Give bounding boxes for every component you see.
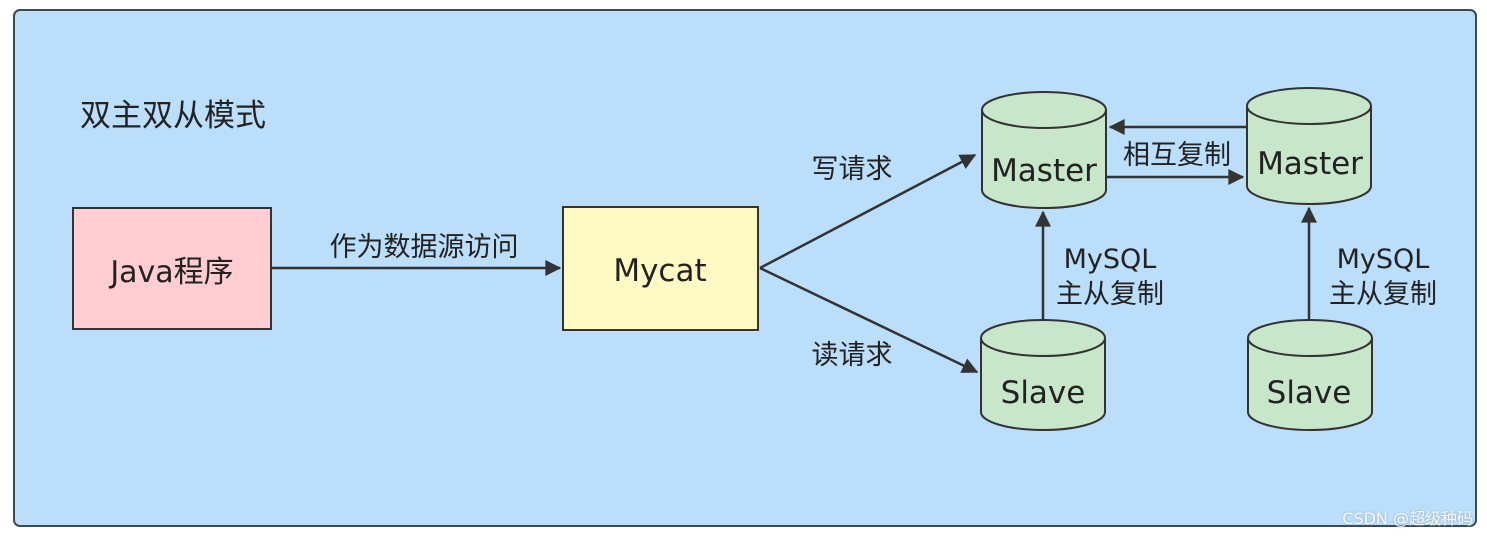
java-node-label: Java程序 bbox=[108, 255, 233, 290]
slave2-db-icon: Slave bbox=[1247, 319, 1373, 431]
java-node: Java程序 bbox=[72, 207, 272, 330]
mycat-node: Mycat bbox=[562, 206, 759, 331]
write-arrow bbox=[759, 153, 977, 270]
master1-label: Master bbox=[991, 153, 1097, 189]
slave2-label: Slave bbox=[1267, 375, 1352, 411]
mutual-label: 相互复制 bbox=[1123, 140, 1231, 171]
master2-db-icon: Master bbox=[1246, 87, 1372, 205]
watermark: CSDN @超级种码 bbox=[1342, 509, 1473, 528]
rep1-label-line1: MySQL bbox=[1064, 244, 1157, 275]
read-label: 读请求 bbox=[812, 340, 893, 371]
read-arrow bbox=[759, 266, 979, 374]
slave1-label: Slave bbox=[1001, 375, 1086, 411]
write-label: 写请求 bbox=[812, 154, 893, 185]
diagram-title: 双主双从模式 bbox=[80, 98, 266, 134]
master1-db-icon: Master bbox=[981, 91, 1107, 209]
rep2-label-line1: MySQL bbox=[1337, 244, 1430, 275]
slave1-db-icon: Slave bbox=[980, 319, 1106, 431]
rep2-label-line2: 主从复制 bbox=[1329, 279, 1437, 310]
mycat-node-label: Mycat bbox=[613, 253, 706, 289]
rep1-label-line2: 主从复制 bbox=[1056, 279, 1164, 310]
java-to-mycat-label: 作为数据源访问 bbox=[330, 232, 519, 263]
master2-label: Master bbox=[1257, 146, 1363, 182]
